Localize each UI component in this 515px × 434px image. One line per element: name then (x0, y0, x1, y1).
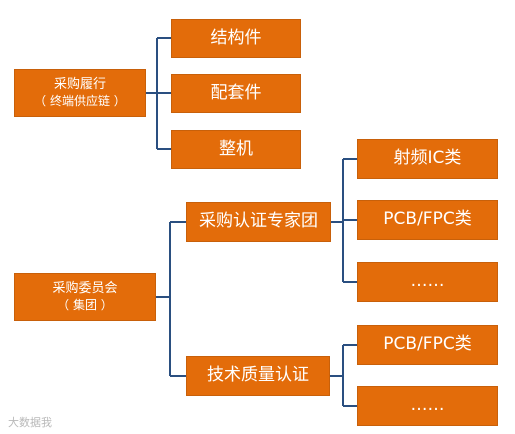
root-node-procurement-fulfillment: 采购履行 （ 终端供应链 ） (14, 69, 146, 117)
node-structural-parts: 结构件 (171, 19, 301, 58)
node-tech-quality-certification: 技术质量认证 (186, 356, 330, 396)
node-label: 射频IC类 (393, 148, 462, 169)
node-subtitle: （ 集团 ） (57, 297, 113, 312)
node-label: 结构件 (210, 27, 262, 48)
node-certification-expert-group: 采购认证专家团 (186, 202, 331, 242)
root-node-procurement-committee: 采购委员会 （ 集团 ） (14, 273, 156, 321)
node-ellipsis-2: …… (357, 386, 498, 426)
node-pcb-fpc-2: PCB/FPC类 (357, 325, 498, 365)
node-subtitle: （ 终端供应链 ） (34, 93, 126, 108)
node-label: PCB/FPC类 (383, 334, 472, 355)
node-label: …… (410, 271, 445, 292)
node-rf-ic: 射频IC类 (357, 139, 498, 179)
node-label: 采购认证专家团 (199, 211, 318, 232)
node-label: PCB/FPC类 (383, 209, 472, 230)
watermark-text: 大数据我 (8, 416, 52, 429)
node-pcb-fpc-1: PCB/FPC类 (357, 200, 498, 240)
node-label: …… (410, 395, 445, 416)
node-label: 配套件 (210, 82, 262, 103)
node-label: 技术质量认证 (207, 365, 309, 386)
node-ellipsis-1: …… (357, 262, 498, 302)
node-complete-unit: 整机 (171, 130, 301, 169)
node-title: 采购履行 (53, 77, 106, 93)
node-label: 整机 (219, 138, 253, 159)
node-title: 采购委员会 (52, 281, 118, 297)
node-accessories: 配套件 (171, 74, 301, 113)
